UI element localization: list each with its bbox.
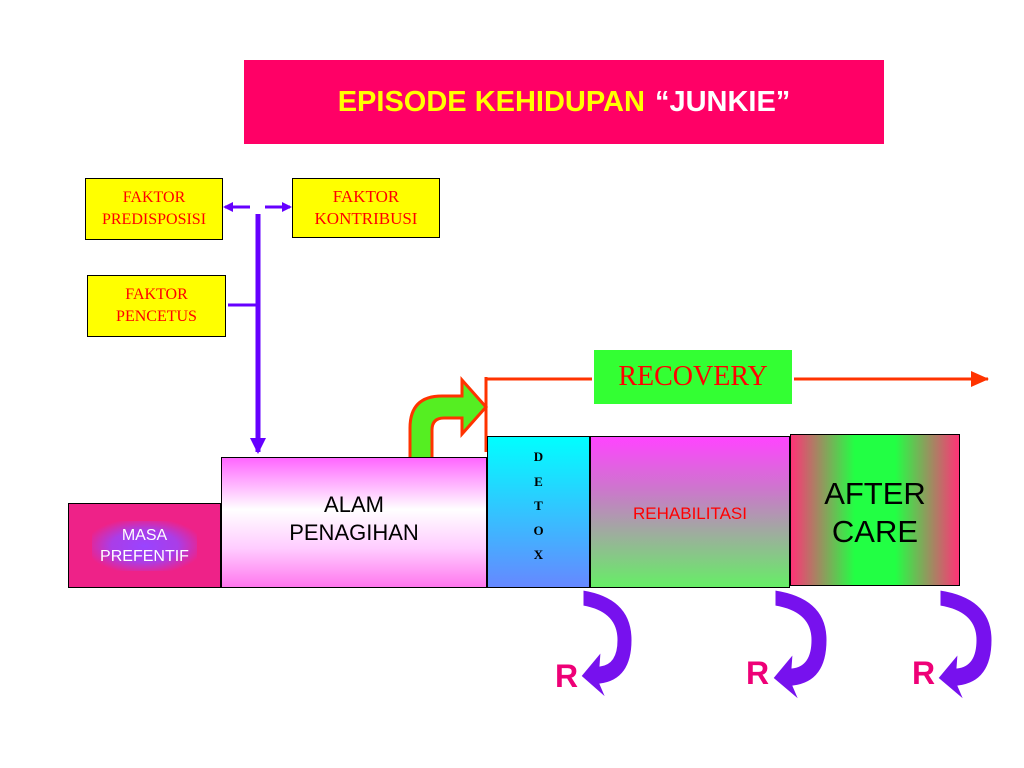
faktor-pencetus-box: FAKTOR PENCETUS — [87, 275, 226, 337]
detox-letter: O — [533, 522, 544, 538]
stage-alam-penagihan: ALAM PENAGIHAN — [221, 457, 487, 588]
recovery-label: RECOVERY — [594, 350, 792, 404]
relapse-arrow-icon-1 — [580, 589, 633, 699]
stage-alam-label: ALAM PENAGIHAN — [289, 491, 419, 545]
detox-letter: D — [533, 449, 544, 464]
relapse-label-1: R — [555, 658, 579, 694]
title-quoted-text: “JUNKIE” — [654, 85, 791, 118]
stage-masa-label: MASA PREFENTIF — [92, 520, 197, 571]
relapse-arrow-icon-2 — [772, 589, 828, 701]
stage-after-care: AFTER CARE — [790, 434, 960, 586]
faktor-kontribusi-label: FAKTOR KONTRIBUSI — [314, 187, 418, 228]
title-main-text: EPISODE KEHIDUPAN — [337, 85, 645, 118]
diagram-title: EPISODE KEHIDUPAN “JUNKIE” — [244, 60, 884, 144]
detox-letter: T — [534, 498, 543, 513]
detox-letter: E — [534, 473, 543, 489]
factor-connectors — [223, 202, 292, 454]
relapse-arrow-icon-3 — [937, 589, 993, 701]
relapse-label-2: R — [746, 655, 770, 691]
detox-letter: X — [533, 547, 544, 562]
stage-after-label: AFTER CARE — [824, 476, 926, 549]
relapse-label-3: R — [912, 655, 936, 691]
faktor-predisposisi-label: FAKTOR PREDISPOSISI — [101, 189, 207, 228]
recovery-arrow — [484, 371, 989, 452]
faktor-predisposisi-box: FAKTOR PREDISPOSISI — [85, 178, 223, 240]
relapse-arrows — [580, 589, 993, 701]
curved-green-arrow-icon — [408, 376, 489, 484]
faktor-kontribusi-box: FAKTOR KONTRIBUSI — [292, 178, 440, 238]
stage-rehab-label: REHABILITASI — [633, 504, 747, 523]
stage-masa-prefentif: MASA PREFENTIF — [68, 503, 221, 588]
faktor-pencetus-label: FAKTOR PENCETUS — [116, 286, 197, 325]
stage-rehabilitasi: REHABILITASI — [590, 436, 790, 588]
